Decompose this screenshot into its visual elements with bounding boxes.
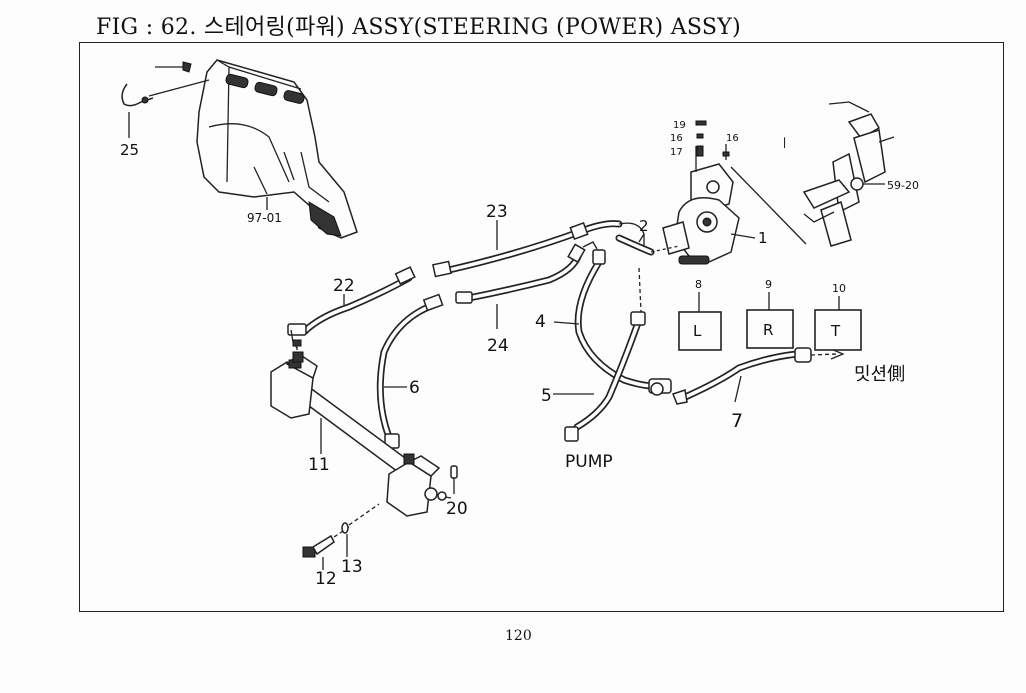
port-number-r: 9 [765, 278, 772, 291]
callout-19: 19 [673, 120, 686, 131]
hose-4 [574, 249, 655, 390]
port-number-t: 10 [832, 282, 846, 295]
callout-7: 7 [731, 410, 743, 432]
callout-2: 2 [639, 217, 649, 235]
diagram-frame [79, 42, 1004, 612]
callout-20: 20 [446, 499, 468, 519]
hose-23 [432, 220, 645, 278]
callout-59-20: 59-20 [887, 179, 919, 192]
port-number-l: 8 [695, 278, 702, 291]
steering-column-part [802, 101, 895, 247]
cylinder-top-fitting [292, 338, 302, 350]
callout-13: 13 [341, 557, 363, 577]
leader-7 [734, 375, 742, 403]
bolt-part [302, 503, 380, 558]
callout-22: 22 [333, 276, 355, 296]
port-block-r: 9 R [746, 278, 794, 349]
callout-97-01: 97-01 [247, 211, 282, 225]
leader-column [730, 166, 807, 245]
callout-5: 5 [541, 386, 552, 406]
tank-side-label: 밋션側 [854, 364, 905, 385]
port-letter-t: T [830, 322, 841, 340]
leader-4 [553, 321, 580, 325]
fitting-2 [615, 234, 680, 256]
port-letter-l: L [693, 322, 702, 340]
pump-label: PUMP [565, 452, 613, 472]
bolt-set-part [695, 120, 730, 160]
tick-mark: ㅣ [779, 136, 790, 150]
port-letter-r: R [763, 321, 773, 339]
callout-24: 24 [487, 336, 509, 356]
figure-title: FIG : 62. 스테어링(파워) ASSY(STEERING (POWER)… [96, 15, 741, 40]
hose-6 [376, 293, 444, 449]
callout-12: 12 [315, 569, 337, 589]
dash-panel-part [196, 59, 358, 239]
hose-7 [648, 347, 845, 405]
callout-17: 17 [670, 147, 683, 158]
callout-16a: 16 [670, 133, 683, 144]
power-cylinder-part [270, 351, 452, 517]
steering-unit-part [662, 146, 740, 265]
hose-5 [564, 267, 646, 442]
clip-part [121, 61, 210, 107]
callout-25: 25 [120, 141, 139, 159]
port-block-t: 10 T [814, 282, 862, 351]
callout-4: 4 [535, 312, 546, 332]
port-block-l: 8 L [678, 278, 722, 351]
callout-16b: 16 [726, 133, 739, 144]
callout-23: 23 [486, 202, 508, 222]
leader-1 [730, 233, 756, 239]
callout-1: 1 [758, 229, 768, 247]
parts-diagram: 97-01 25 1 [120, 59, 919, 589]
page-number: 120 [505, 628, 532, 644]
callout-11: 11 [308, 455, 330, 475]
callout-6: 6 [409, 378, 420, 398]
pin-part [450, 465, 458, 494]
hose-24 [455, 241, 598, 304]
